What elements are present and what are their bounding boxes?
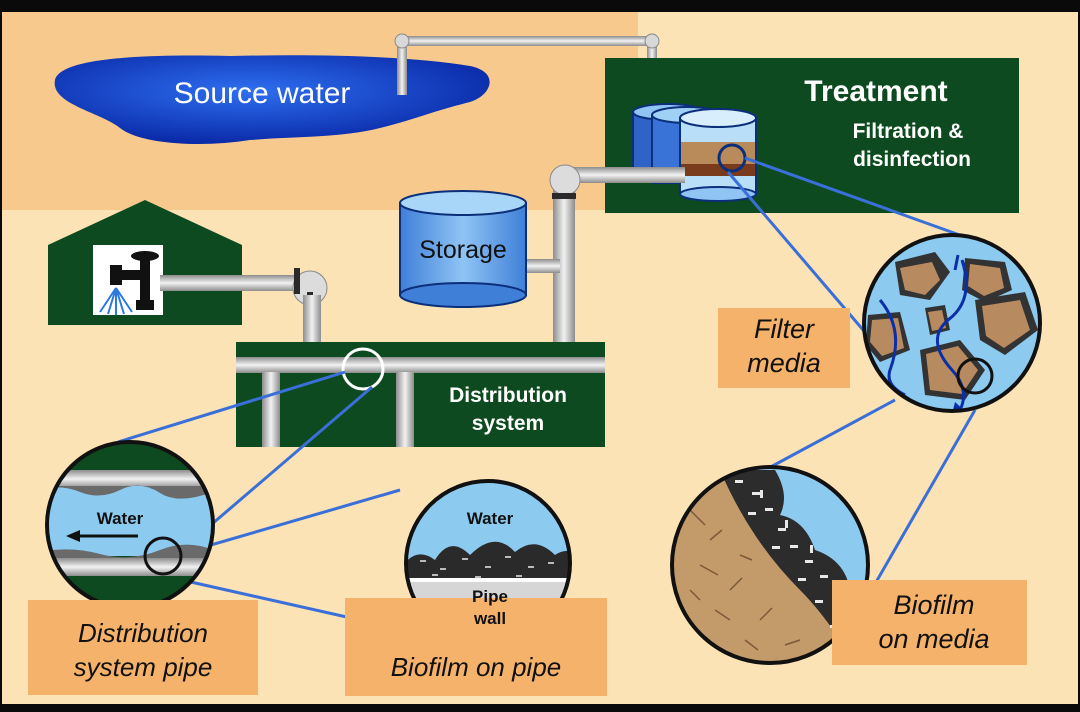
treated-pipe-vertical [553,175,575,360]
treatment-subtitle-1: Filtration & [853,120,964,143]
distribution-pipe-caption-box [28,600,258,695]
pipe-wall-label-1: Pipe [472,587,508,606]
pipe-wall-label-2: wall [473,609,506,628]
pipe-zoom-marker [341,347,385,391]
source-water-label: Source water [174,77,351,110]
storage-tank [399,190,527,308]
intake-pipe-elbow-left [394,33,410,49]
house-supply-pipe [160,275,310,291]
distribution-label-2: system [472,412,544,435]
intake-pipe-elbow-right [644,33,660,49]
biofilm-media-caption-box [832,580,1027,665]
intake-pipe-down [397,40,407,95]
biofilm-media-caption-1: Biofilm [893,590,974,620]
treated-pipe-horizontal [570,167,685,183]
distribution-pipe-caption-2: system pipe [74,652,213,682]
treatment-title: Treatment [804,75,947,108]
distribution-main-pipe [236,357,605,373]
biofilm-pipe-caption: Biofilm on pipe [391,652,562,682]
house [48,200,242,325]
treatment-subtitle-2: disinfection [853,148,971,171]
biofilm-water-label: Water [467,509,514,528]
distribution-branch-2 [396,372,414,447]
intake-pipe-horizontal [398,36,656,46]
distribution-label-1: Distribution [449,384,567,407]
distribution-branch-1 [262,372,280,447]
filter-media-label-1: Filter [754,314,815,344]
storage-pipe-connector [520,259,560,273]
pipe-joint [552,193,576,199]
biofilm-media-caption-2: on media [878,624,989,654]
treated-pipe-elbow [549,164,581,196]
storage-label: Storage [419,236,507,264]
pipe-water-label: Water [97,509,144,528]
source-water-lake [54,55,490,144]
distribution-pipe-caption-1: Distribution [78,618,208,648]
filter-media-caption-box [718,308,850,388]
filter-media-zoom [862,233,1042,413]
filter-media-label-2: media [747,348,821,378]
biofilm-pipe-caption-box [345,598,607,696]
house-pipe-joint [294,268,300,294]
